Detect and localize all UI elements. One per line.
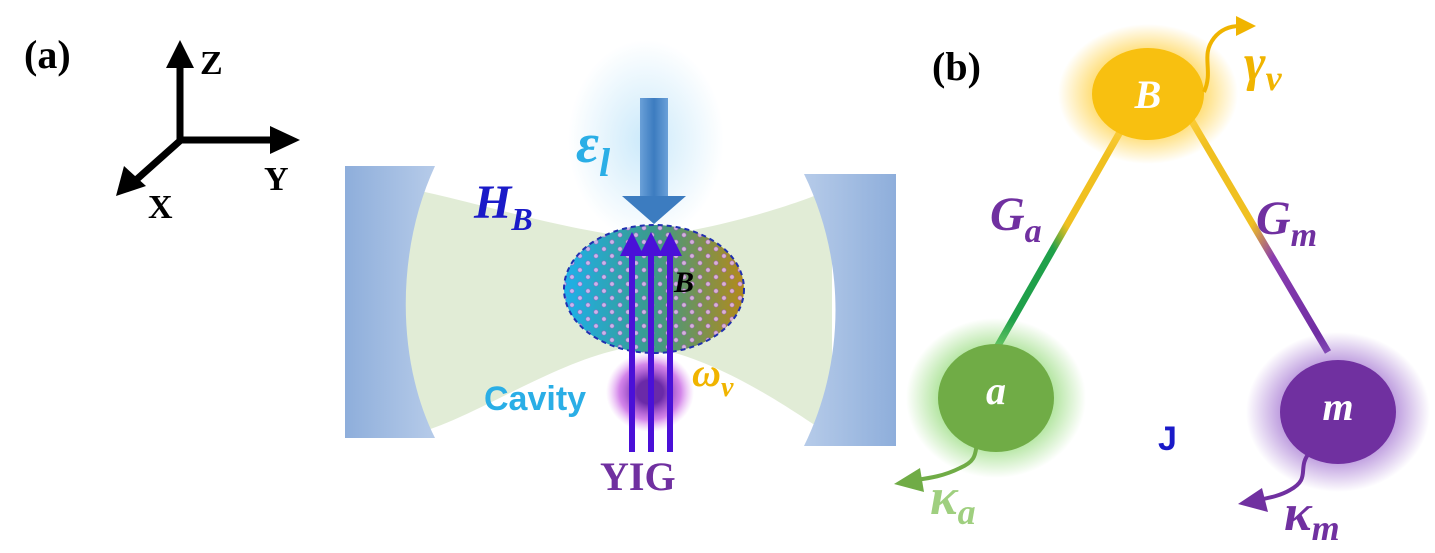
drive-subscript: l [599,140,611,185]
axes-icon: Z Y X [116,40,300,226]
left-mirror [345,166,435,438]
edge-B-m [1186,116,1332,354]
decay-arrow-a [894,426,986,492]
node-m [1280,360,1396,464]
bias-field-arrows [620,232,682,452]
coupling-Ga-subscript: a [1025,213,1042,250]
frequency-subscript: ν [721,372,734,403]
x-axis-arrowhead [116,166,146,196]
x-axis-line [133,136,185,183]
decay-gamma: γν [1244,35,1283,98]
z-axis-label: Z [200,45,223,82]
drive-symbol: εl [576,113,611,185]
panel-a-label: (a) [24,32,71,77]
y-axis-label: Y [264,161,289,198]
panel-b: (b) B a m Ga Gm J [894,16,1430,548]
decay-kappa-m-subscript: m [1312,508,1340,548]
z-axis-arrowhead [166,40,194,68]
frequency-symbol: ων [692,350,734,403]
decay-gamma-subscript: ν [1266,58,1283,98]
ellipsoid-label: B [673,266,694,299]
field-subscript: B [510,201,532,237]
coupling-Gm: Gm [1256,192,1317,254]
drive-arrow [622,98,686,224]
decay-kappa-m: κm [1284,485,1340,548]
cavity-label: Cavity [484,380,586,418]
y-axis-arrowhead [270,126,300,154]
decay-kappa-a: κa [930,469,976,532]
node-a-label: a [986,368,1006,413]
edge-B-a [988,116,1132,358]
field-symbol: HB [473,176,533,237]
coupling-Gm-subscript: m [1291,217,1317,254]
yig-label: YIG [600,454,676,499]
coupling-Ga: Ga [990,188,1042,250]
panel-a: (a) Z Y X εl HB [24,32,896,499]
decay-arrow-m [1238,450,1312,512]
node-B-label: B [1134,72,1162,117]
coupling-J: J [1158,420,1177,458]
panel-b-label: (b) [932,44,981,89]
decay-kappa-a-subscript: a [958,492,976,532]
decay-arrow-B [1202,16,1256,93]
x-axis-label: X [148,189,173,226]
right-mirror [804,174,896,446]
node-B [1092,48,1204,140]
node-m-label: m [1322,384,1353,429]
node-a [938,344,1054,452]
